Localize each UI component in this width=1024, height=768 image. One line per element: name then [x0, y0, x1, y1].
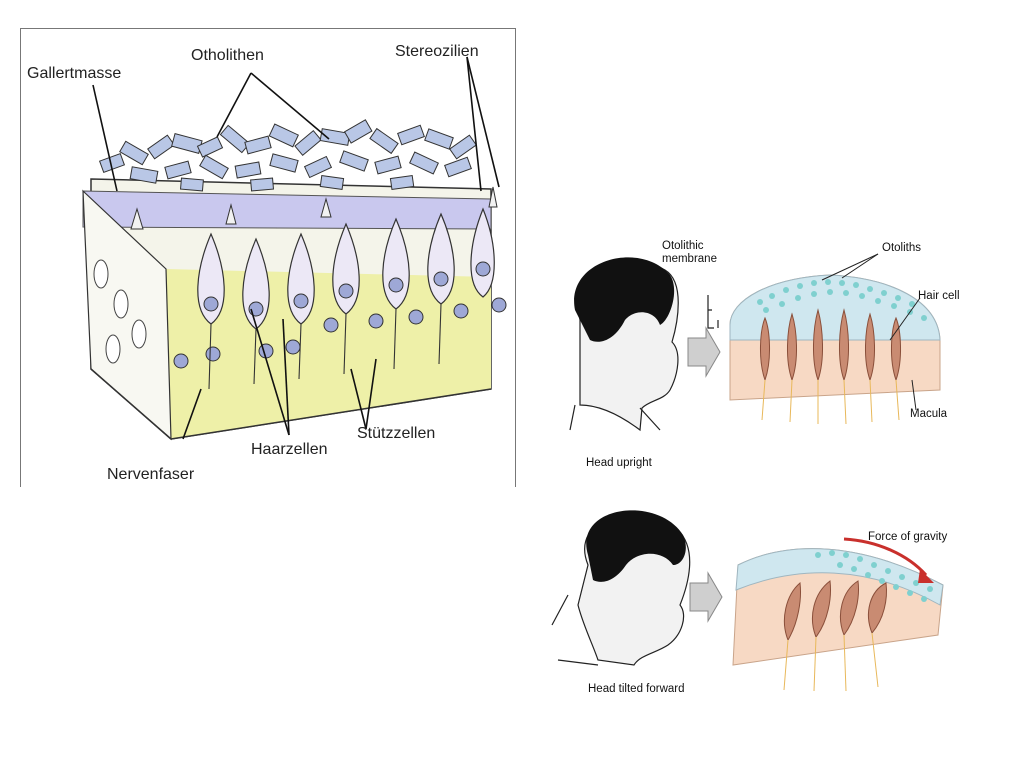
head-upright-icon [569, 257, 679, 432]
label-otolithic-membrane: Otolithic membrane [662, 240, 717, 265]
label-nervenfaser: Nervenfaser [107, 466, 195, 483]
macula-head-tilted-diagram: Force of gravity Head tilted forward [548, 495, 988, 705]
label-stuetzzellen: Stützzellen [357, 425, 436, 442]
label-otholithen: Otholithen [191, 47, 264, 64]
label-gallertmasse: Gallertmasse [27, 65, 122, 82]
macula-upright-illustration [569, 253, 941, 432]
label-haarzellen: Haarzellen [251, 441, 328, 458]
caption-head-tilted: Head tilted forward [588, 683, 685, 695]
otolith-organ-illustration [82, 56, 507, 441]
head-tilted-icon [551, 510, 691, 666]
label-force-of-gravity: Force of gravity [868, 531, 948, 543]
label-hair-cell: Hair cell [918, 290, 960, 302]
macula-tilted-illustration [551, 510, 944, 692]
label-stereozilien: Stereozilien [395, 43, 479, 60]
label-macula: Macula [910, 408, 948, 420]
caption-head-upright: Head upright [586, 457, 652, 469]
arrow-right-icon [687, 326, 721, 378]
macula-head-upright-diagram: Otolithic membrane Otoliths Hair cell Ma… [560, 230, 980, 480]
arrow-right-icon [689, 571, 723, 623]
otolith-organ-diagram-german: Gallertmasse Otholithen Stereozilien Ner… [20, 28, 516, 487]
label-otoliths: Otoliths [882, 242, 921, 254]
